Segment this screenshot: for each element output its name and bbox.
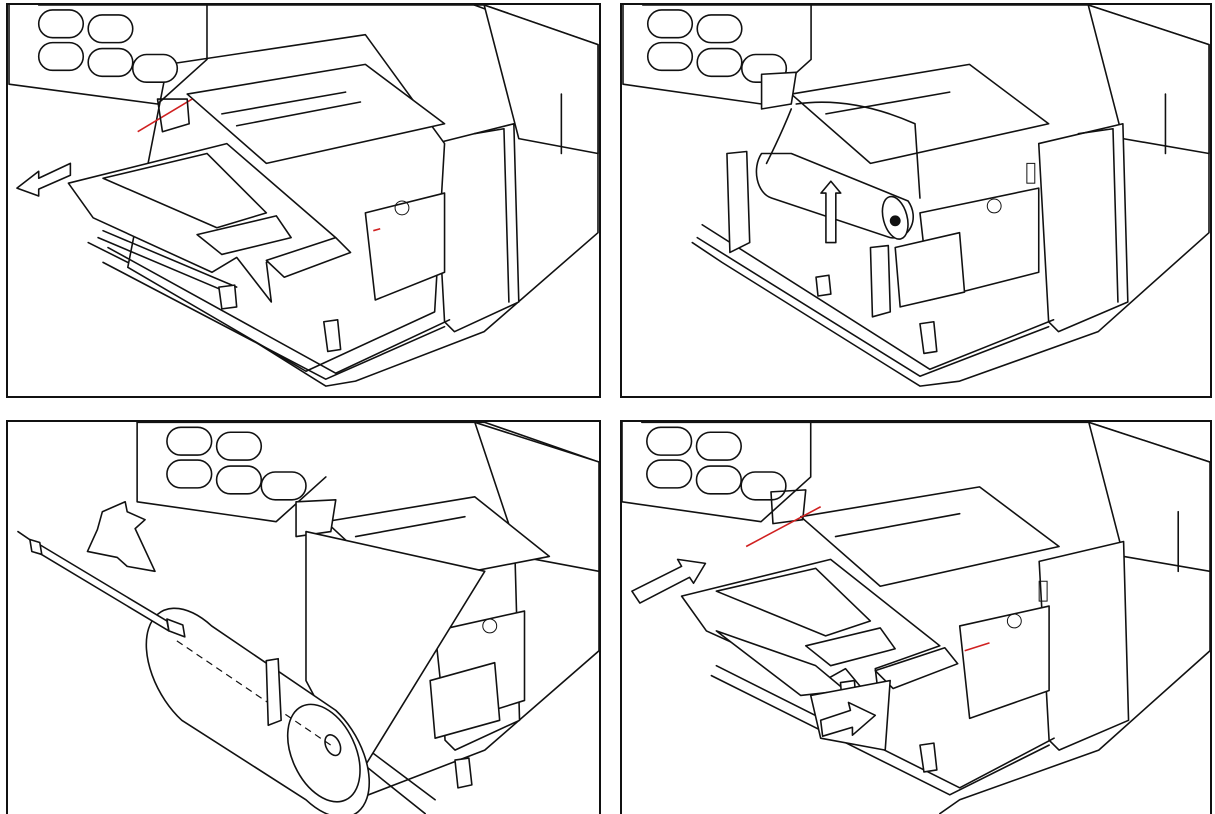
device-body: [642, 5, 1210, 387]
push-up-arrow-icon: [819, 701, 877, 737]
step-2-illustration: [622, 5, 1210, 387]
printer-module: [770, 486, 1060, 720]
insert-arrow-icon: [86, 500, 156, 573]
step-4-illustration: [622, 422, 1210, 814]
step-4-panel: [620, 420, 1212, 814]
push-in-arrow-icon: [631, 558, 707, 604]
spindle: [17, 530, 186, 638]
paper-holder-tray: [67, 98, 352, 310]
printer-module: [186, 63, 446, 301]
control-keypad: [622, 422, 812, 523]
pull-out-arrow-icon: [16, 162, 72, 197]
control-keypad: [136, 422, 327, 523]
paper-roll-new: [145, 530, 501, 814]
step-1-illustration: [8, 5, 599, 387]
device-body: [641, 422, 1210, 814]
step-2-panel: [620, 3, 1212, 398]
step-3-panel: [6, 420, 601, 814]
control-keypad: [622, 5, 812, 105]
step-3-illustration: [17, 422, 599, 814]
lift-up-arrow-icon: [820, 180, 842, 244]
step-1-panel: [6, 3, 601, 398]
